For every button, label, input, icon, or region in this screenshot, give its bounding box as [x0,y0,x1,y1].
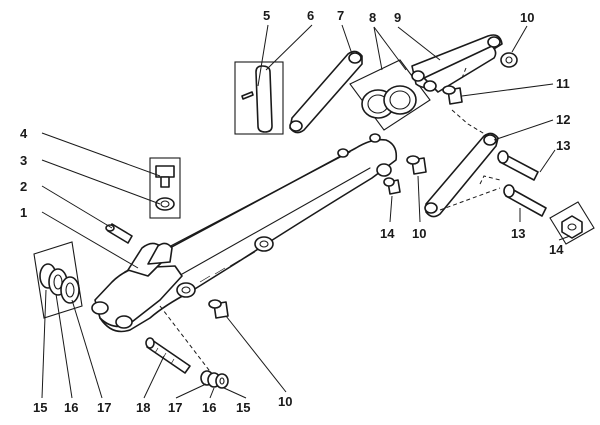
part-5-6-pin [234,61,284,135]
callout-10-mid: 10 [412,226,426,241]
callout-14-right: 14 [549,242,564,257]
callout-10-low: 10 [278,394,292,409]
leader-lines [41,24,571,399]
callout-13-upper: 13 [556,138,570,153]
part-12-link [424,132,499,218]
callout-13-lower: 13 [511,226,525,241]
callout-1: 1 [20,205,27,220]
part-13-bolt-upper [497,150,539,181]
callout-14-left: 14 [380,226,395,241]
part-15-16-17-washers [200,370,229,389]
part-18-pin [145,337,191,374]
callout-8: 8 [369,10,376,25]
assembly-lines [159,67,501,375]
callout-11: 11 [556,76,570,91]
trailing-arm [91,133,398,333]
callout-17-right: 17 [168,400,182,415]
part-14-bushing [383,177,401,195]
part-10-bushing-top [500,52,518,68]
callout-17-left: 17 [97,400,111,415]
callout-18: 18 [136,400,150,415]
part-14-nut [549,201,595,245]
part-3-4-bolt-nut [149,157,181,219]
callout-16-right: 16 [202,400,216,415]
part-11-bushing [442,85,463,105]
part-9-upper-arm [411,34,503,93]
callout-9: 9 [394,10,401,25]
callout-12: 12 [556,112,570,127]
part-13-bolt-lower [503,184,547,217]
part-2-sleeve [105,223,133,244]
part-10-bushing-low [208,299,229,319]
callout-2: 2 [20,179,27,194]
callout-10-top: 10 [520,10,534,25]
callout-labels: 5 6 7 8 9 10 11 12 13 13 14 14 10 4 3 2 … [20,8,570,415]
callout-6: 6 [307,8,314,23]
callout-7: 7 [337,8,344,23]
callout-15-left: 15 [33,400,47,415]
part-15-16-17-bushing-set [33,241,83,319]
callout-3: 3 [20,153,27,168]
callout-5: 5 [263,8,270,23]
callout-16-left: 16 [64,400,78,415]
part-7-link [289,50,363,134]
callout-4: 4 [20,126,28,141]
part-8-bushings [349,59,431,131]
part-10-bushing-mid [406,155,427,175]
callout-15-right: 15 [236,400,250,415]
